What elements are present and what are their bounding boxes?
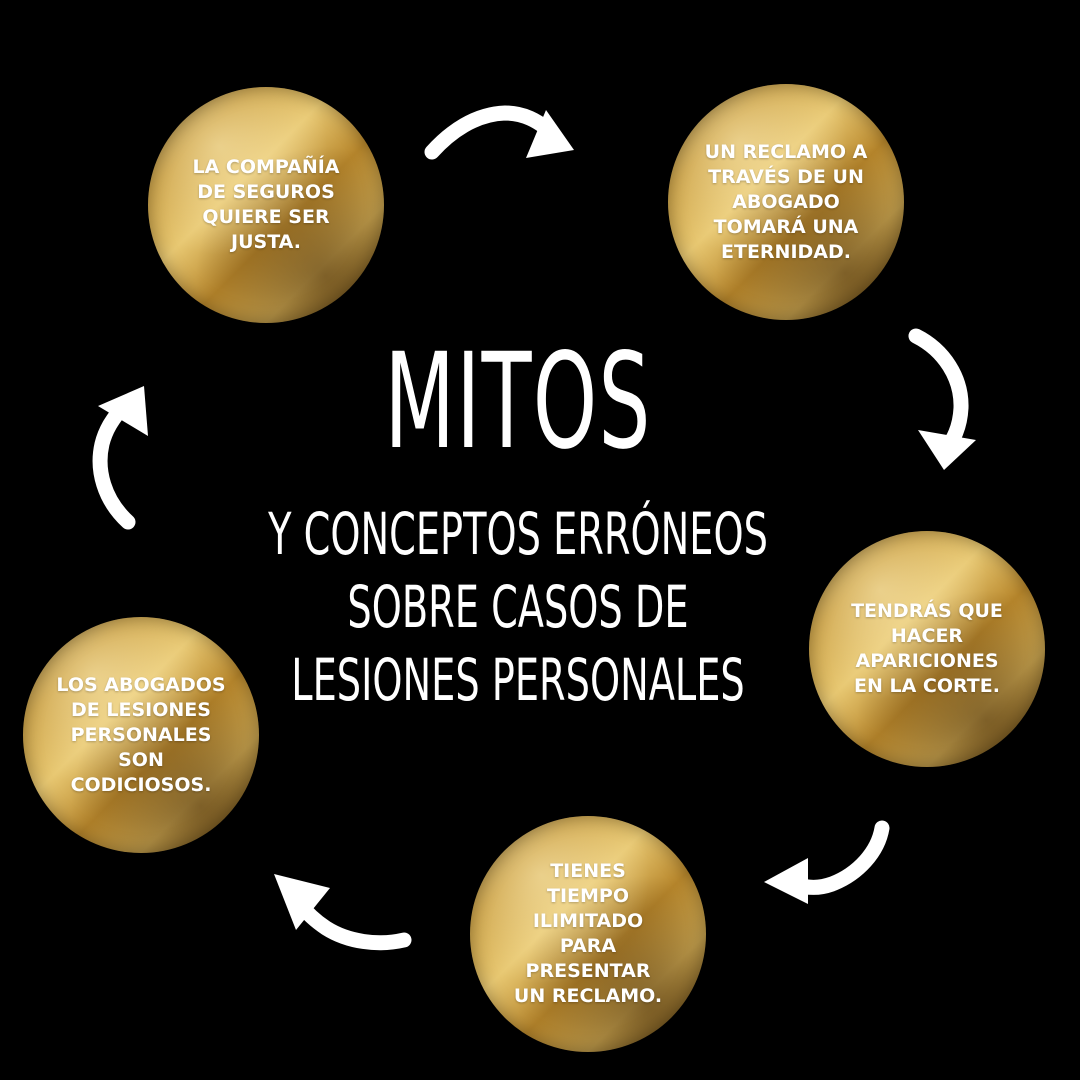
main-title: MITOS (384, 325, 652, 479)
myth-text: LA COMPAÑÍA DE SEGUROS QUIERE SER JUSTA. (192, 156, 340, 253)
myth-circle-insurance-fair: LA COMPAÑÍA DE SEGUROS QUIERE SER JUSTA. (148, 87, 384, 323)
subtitle-line-3: LESIONES PERSONALES (291, 646, 745, 714)
curved-arrow-icon (424, 105, 574, 160)
myth-text: TIENES TIEMPO ILIMITADO PARA PRESENTAR U… (513, 860, 663, 1007)
myth-circle-greedy-lawyers: LOS ABOGADOS DE LESIONES PERSONALES SON … (23, 617, 259, 853)
myth-circle-claim-eternity: UN RECLAMO A TRAVÉS DE UN ABOGADO TOMARÁ… (668, 84, 904, 320)
curved-arrow-icon (908, 328, 976, 470)
myth-text: LOS ABOGADOS DE LESIONES PERSONALES SON … (56, 673, 226, 796)
curved-arrow-icon (764, 820, 890, 904)
myth-circle-unlimited-time: TIENES TIEMPO ILIMITADO PARA PRESENTAR U… (470, 816, 706, 1052)
curved-arrow-icon (274, 874, 412, 951)
myth-text: TENDRÁS QUE HACER APARICIONES EN LA CORT… (851, 600, 1003, 697)
myth-circle-court-appearances: TENDRÁS QUE HACER APARICIONES EN LA CORT… (809, 531, 1045, 767)
myth-text: UN RECLAMO A TRAVÉS DE UN ABOGADO TOMARÁ… (704, 140, 868, 263)
subtitle-line-1: Y CONCEPTOS ERRÓNEOS (268, 500, 768, 568)
subtitle-line-2: SOBRE CASOS DE (347, 573, 689, 641)
curved-arrow-icon (92, 386, 148, 530)
